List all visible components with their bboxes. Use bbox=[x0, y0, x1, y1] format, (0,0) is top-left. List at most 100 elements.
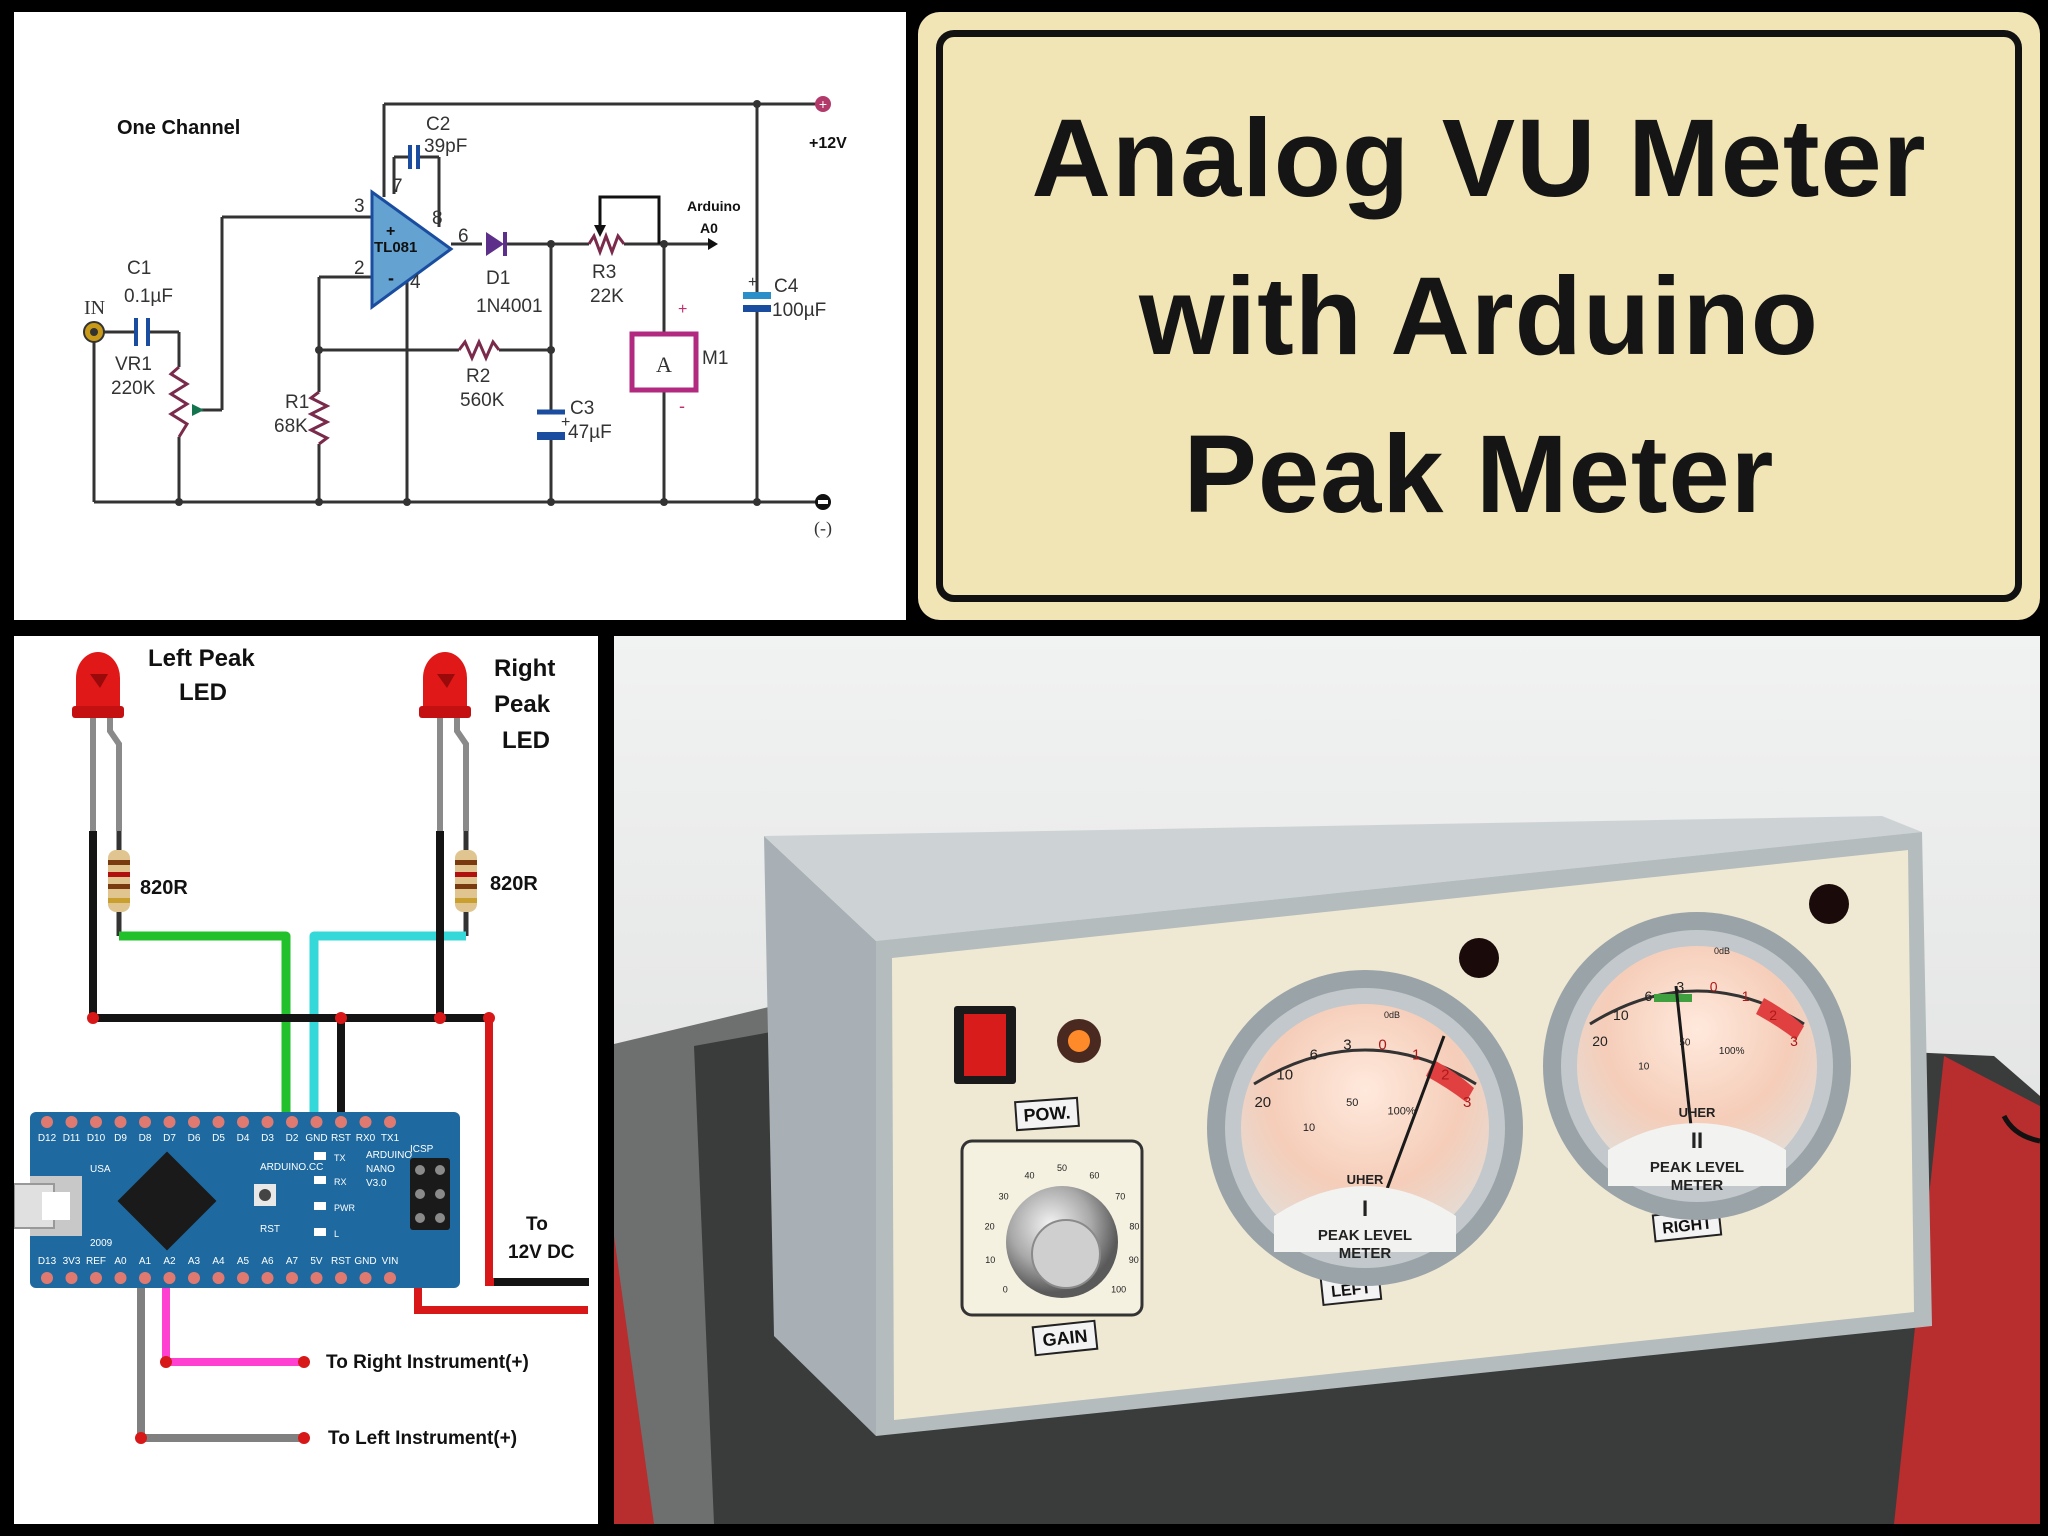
left-resistor-label: 820R bbox=[140, 877, 188, 899]
pin-top-rst bbox=[335, 1116, 347, 1128]
meter-scale-top-label: 6 bbox=[1645, 988, 1653, 1004]
gain-dial-number: 10 bbox=[985, 1255, 995, 1265]
pin-top-d8 bbox=[139, 1116, 151, 1128]
c3-value: 47µF bbox=[568, 422, 612, 443]
pin-label-top: D2 bbox=[286, 1133, 299, 1144]
pin-label-top: D3 bbox=[261, 1133, 274, 1144]
pin-top-d3 bbox=[261, 1116, 274, 1128]
c3-plus: + bbox=[561, 414, 570, 431]
left-led-label-1: Left Peak bbox=[148, 645, 255, 672]
meter-scale-bottom-label: 100% bbox=[1388, 1106, 1416, 1118]
pin-6: 6 bbox=[458, 226, 469, 247]
svg-text:+: + bbox=[819, 96, 827, 112]
m1-name: M1 bbox=[702, 348, 728, 369]
pin-top-d5 bbox=[212, 1116, 225, 1128]
c2-value: 39pF bbox=[424, 136, 467, 157]
board-model-2: NANO bbox=[366, 1164, 395, 1175]
gain-dial-number: 50 bbox=[1057, 1163, 1067, 1173]
board-pwr: PWR bbox=[334, 1203, 355, 1213]
board-maker: ARDUINO.CC bbox=[260, 1162, 323, 1173]
pin-label-top: D12 bbox=[38, 1133, 57, 1144]
r2-name: R2 bbox=[466, 366, 490, 387]
gain-dial-number: 0 bbox=[1003, 1285, 1008, 1295]
title-line-2: with Arduino bbox=[1138, 255, 1819, 378]
opamp-plus: + bbox=[386, 223, 395, 240]
pin-8: 8 bbox=[432, 208, 443, 229]
pin-top-gnd bbox=[310, 1116, 323, 1128]
pin-bottom-gnd bbox=[359, 1272, 372, 1284]
meter-symbol: A bbox=[656, 352, 672, 377]
gain-label: GAIN bbox=[1042, 1326, 1089, 1351]
gain-dial-number: 40 bbox=[1025, 1170, 1035, 1180]
pin-bottom-a5 bbox=[237, 1272, 249, 1284]
pin-top-d6 bbox=[188, 1116, 200, 1128]
pin-bottom-a3 bbox=[188, 1272, 200, 1284]
board-model-3: V3.0 bbox=[366, 1178, 387, 1189]
right-led-label-3: LED bbox=[502, 727, 550, 754]
meter-minus: - bbox=[679, 396, 685, 416]
board-model-1: ARDUINO bbox=[366, 1150, 412, 1161]
pin-label-bottom: A4 bbox=[212, 1256, 225, 1267]
pin-label-top: D6 bbox=[188, 1133, 201, 1144]
pow-label: POW. bbox=[1023, 1102, 1071, 1125]
left-meter bbox=[1207, 970, 1523, 1286]
pin-label-bottom: VIN bbox=[382, 1256, 399, 1267]
vr1-value: 220K bbox=[111, 378, 156, 399]
left-led-label-2: LED bbox=[179, 679, 227, 706]
input-label: IN bbox=[84, 297, 105, 319]
r2-value: 560K bbox=[460, 390, 505, 411]
pin-label-top: D7 bbox=[163, 1133, 176, 1144]
title-line-1: Analog VU Meter bbox=[1031, 97, 1927, 220]
meter-scale-bottom-label: 10 bbox=[1638, 1061, 1650, 1072]
gain-dial-number: 90 bbox=[1129, 1255, 1139, 1265]
meter-scale-bottom-label: 50 bbox=[1346, 1097, 1358, 1109]
meter-scale-top-label: 6 bbox=[1310, 1047, 1318, 1064]
right-meter-zero-db: 0dB bbox=[1714, 946, 1730, 956]
pin-top-rx0 bbox=[359, 1116, 372, 1128]
pin-label-top: D10 bbox=[87, 1133, 106, 1144]
supply-positive-label: +12V bbox=[809, 135, 847, 152]
right-led-label-1: Right bbox=[494, 655, 555, 682]
supply-negative-label: (-) bbox=[814, 518, 832, 539]
left-instrument-label: To Left Instrument(+) bbox=[328, 1428, 517, 1449]
left-meter-text-2: METER bbox=[1339, 1245, 1392, 1262]
pin-label-top: GND bbox=[305, 1133, 327, 1144]
d1-value: 1N4001 bbox=[476, 296, 543, 317]
right-instrument-label: To Right Instrument(+) bbox=[326, 1352, 529, 1373]
meter-scale-bottom-label: 100% bbox=[1719, 1046, 1745, 1057]
pin-7: 7 bbox=[392, 176, 403, 197]
pin-top-d11 bbox=[65, 1116, 78, 1128]
gain-dial-number: 60 bbox=[1089, 1170, 1099, 1180]
c4-plus: + bbox=[748, 274, 757, 291]
schematic-heading: One Channel bbox=[117, 117, 240, 139]
meter-scale-top-label: 0 bbox=[1710, 978, 1718, 994]
opamp-label: TL081 bbox=[374, 239, 417, 256]
pin-3: 3 bbox=[354, 196, 365, 217]
pin-label-bottom: A6 bbox=[261, 1256, 274, 1267]
meter-scale-top-label: 10 bbox=[1276, 1066, 1293, 1083]
right-resistor-icon bbox=[455, 850, 477, 912]
pin-bottom-a7 bbox=[286, 1272, 298, 1284]
meter-scale-top-label: 3 bbox=[1463, 1094, 1471, 1111]
r1-name: R1 bbox=[285, 392, 309, 413]
pin-bottom-rst bbox=[335, 1272, 347, 1284]
board-rx: RX bbox=[334, 1177, 347, 1187]
meter-scale-top-label: 20 bbox=[1254, 1094, 1271, 1111]
gain-dial-number: 70 bbox=[1115, 1191, 1125, 1201]
pin-2: 2 bbox=[354, 258, 365, 279]
right-meter-numeral: II bbox=[1691, 1128, 1703, 1153]
power-label-2: 12V DC bbox=[508, 1242, 575, 1263]
meter-scale-top-label: 1 bbox=[1412, 1047, 1420, 1064]
gain-dial-number: 100 bbox=[1111, 1285, 1126, 1295]
right-meter-brand: UHER bbox=[1679, 1105, 1716, 1120]
arduino-pin-label: A0 bbox=[700, 220, 718, 236]
c4-value: 100µF bbox=[772, 300, 826, 321]
pin-top-d10 bbox=[90, 1116, 102, 1128]
meter-scale-top-label: 3 bbox=[1343, 1036, 1351, 1053]
r3-value: 22K bbox=[590, 286, 624, 307]
pin-bottom-a0 bbox=[114, 1272, 127, 1284]
